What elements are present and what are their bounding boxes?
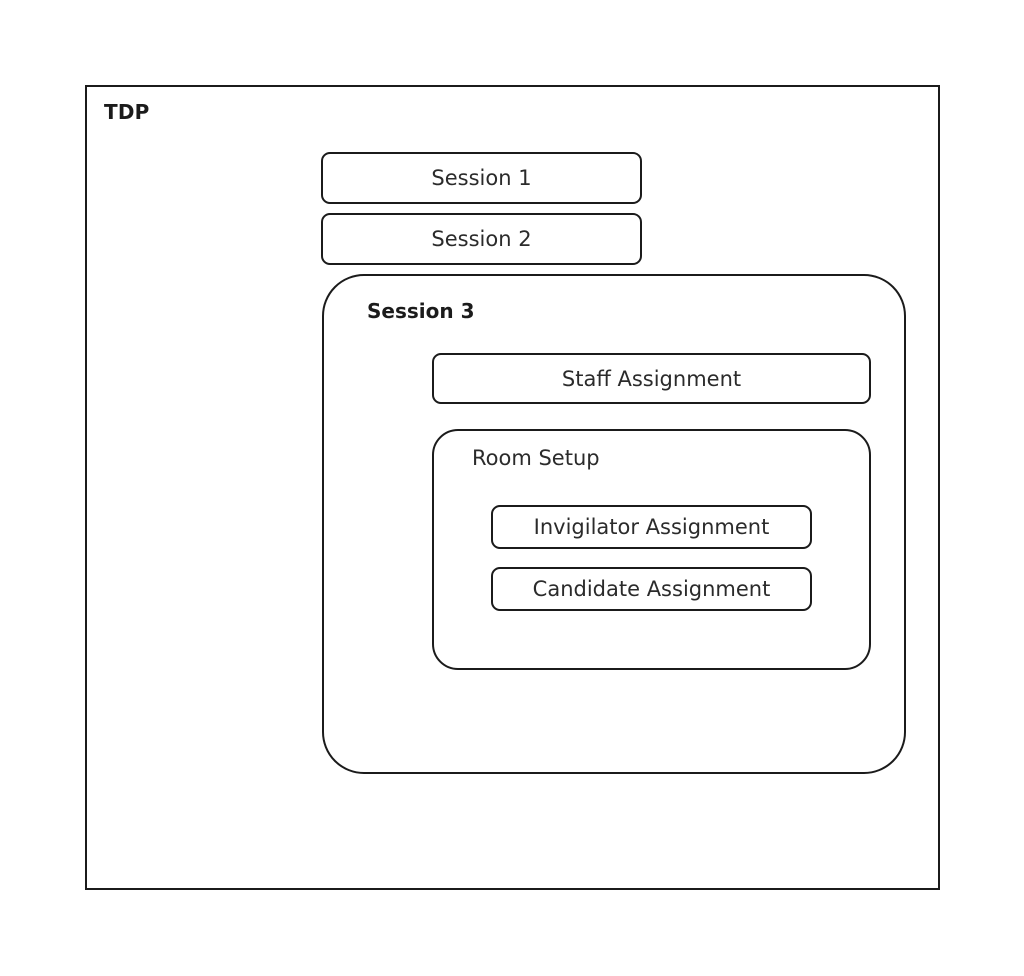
room-setup-container[interactable] (432, 429, 871, 670)
invigilator-assignment-label: Invigilator Assignment (533, 515, 770, 539)
session-3-label: Session 3 (367, 299, 475, 323)
candidate-assignment-node[interactable]: Candidate Assignment (491, 567, 812, 611)
session-1-node[interactable]: Session 1 (321, 152, 642, 204)
tdp-label: TDP (104, 100, 150, 124)
staff-assignment-node[interactable]: Staff Assignment (432, 353, 871, 404)
session-2-node[interactable]: Session 2 (321, 213, 642, 265)
session-1-label: Session 1 (431, 166, 532, 190)
session-2-label: Session 2 (431, 227, 532, 251)
invigilator-assignment-node[interactable]: Invigilator Assignment (491, 505, 812, 549)
candidate-assignment-label: Candidate Assignment (532, 577, 771, 601)
room-setup-label: Room Setup (472, 446, 600, 470)
staff-assignment-label: Staff Assignment (561, 366, 742, 391)
